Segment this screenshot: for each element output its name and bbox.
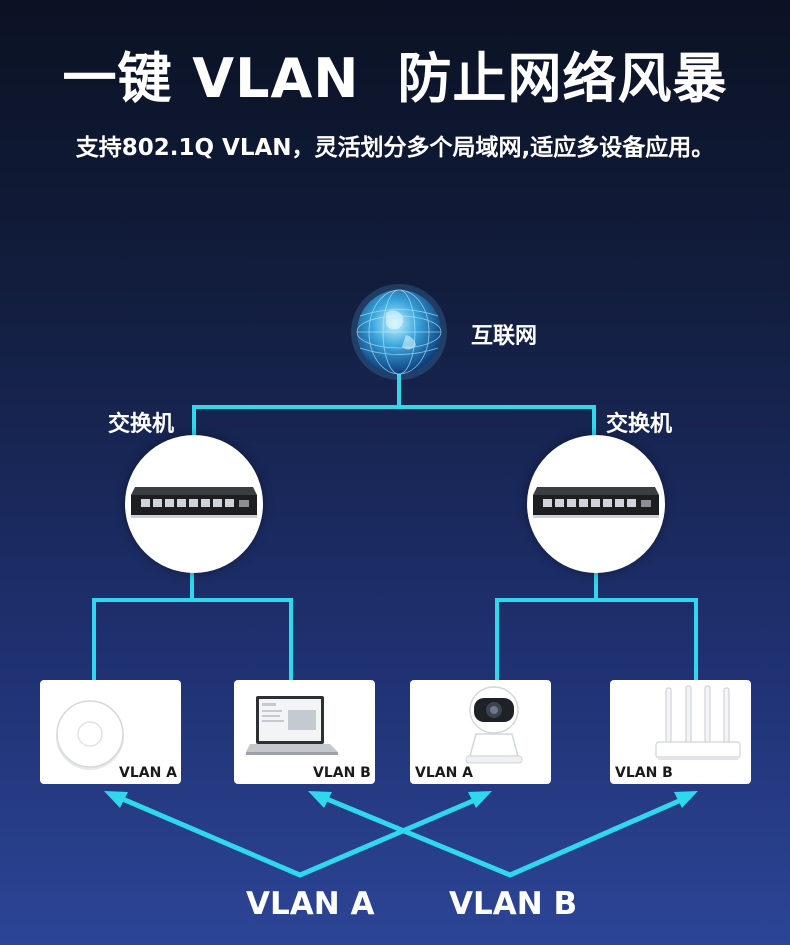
device-vlan-label: VLAN A xyxy=(415,765,474,781)
device-card-laptop: VLAN B xyxy=(234,680,375,784)
device-vlan-label: VLAN A xyxy=(119,765,178,781)
access-point-icon xyxy=(56,700,124,770)
device-card-router: VLAN B xyxy=(610,680,751,784)
switch-left-label: 交换机 xyxy=(108,412,175,437)
device-vlan-label: VLAN B xyxy=(313,765,371,781)
switch-left xyxy=(125,435,263,573)
title-vlan: 一键 VLAN xyxy=(62,47,360,110)
internet-globe-icon xyxy=(346,283,452,381)
switch-right-label: 交换机 xyxy=(606,412,673,437)
title-storm: 防止网络风暴 xyxy=(397,47,728,110)
device-vlan-label: VLAN B xyxy=(615,765,673,781)
vlan-a-label: VLAN A xyxy=(246,886,375,922)
laptop-icon xyxy=(246,696,338,755)
page-title: 一键 VLAN 防止网络风暴 xyxy=(0,34,790,113)
device-card-access-point: VLAN A xyxy=(40,680,181,784)
device-card-camera: VLAN A xyxy=(410,680,551,784)
switch-right xyxy=(527,435,665,573)
internet-label: 互联网 xyxy=(471,324,538,349)
camera-icon xyxy=(465,686,523,764)
vlan-b-label: VLAN B xyxy=(449,886,578,922)
network-switch-icon xyxy=(533,487,659,518)
page-subtitle: 支持802.1Q VLAN，灵活划分多个局域网,适应多设备应用。 xyxy=(75,135,715,161)
network-switch-icon xyxy=(131,487,257,518)
router-icon xyxy=(655,685,741,760)
